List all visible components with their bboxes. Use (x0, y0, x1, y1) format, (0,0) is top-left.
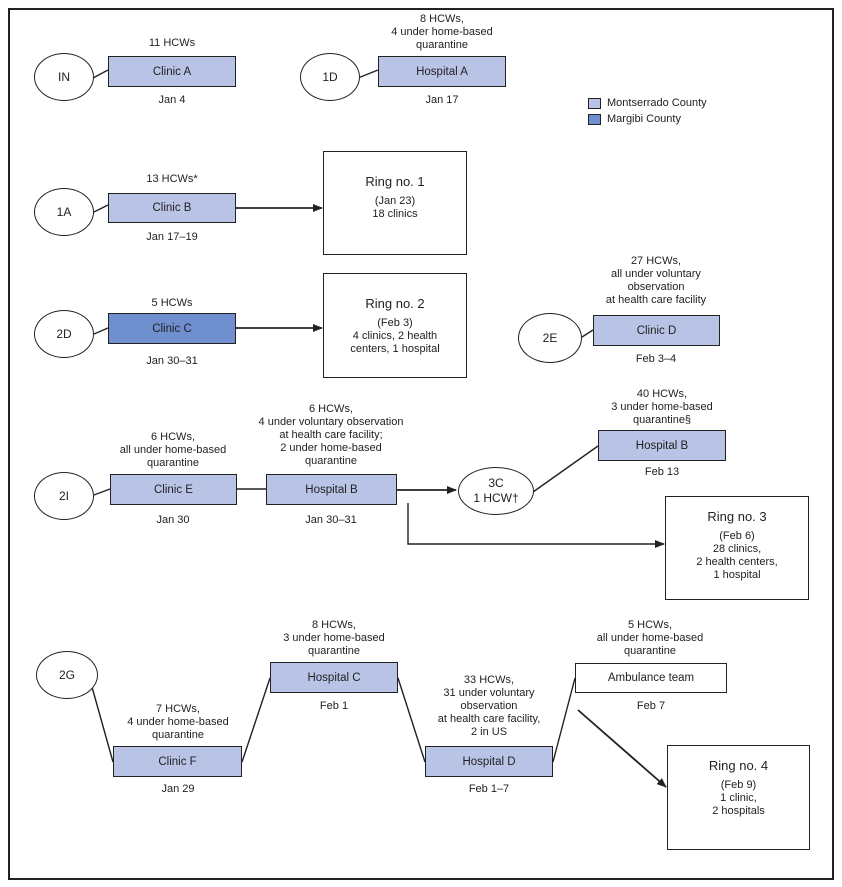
facility-hospital-b-2: Hospital B (598, 430, 726, 461)
ring-title: Ring no. 3 (707, 509, 767, 524)
case-circle-3c: 3C 1 HCW† (458, 467, 534, 515)
link-2g-clinicf (91, 686, 114, 763)
facility-hospital-c: Hospital C (270, 662, 398, 693)
hcw-note-clinic-a: 11 HCWs (148, 37, 196, 49)
link-hospc-hospd (397, 677, 426, 763)
facility-clinic-e: Clinic E (110, 474, 237, 505)
case-circle-2g: 2G (36, 651, 98, 699)
link-clinicf-hospc (241, 677, 271, 763)
case-label: 1D (322, 69, 338, 84)
date-hospital-d: Feb 1–7 (468, 783, 510, 795)
date-clinic-e: Jan 30 (156, 514, 190, 526)
link-hospb-ring3 (407, 503, 665, 548)
ring-detail: 2 health centers, (696, 556, 778, 568)
hcw-note-clinic-c: 5 HCWs (151, 297, 193, 309)
legend-label: Margibi County (607, 113, 681, 125)
facility-hospital-b: Hospital B (266, 474, 397, 505)
link-hospd-amb (552, 677, 576, 763)
case-label: 2I (58, 488, 69, 503)
date-clinic-b: Jan 17–19 (146, 231, 198, 243)
facility-clinic-d: Clinic D (593, 315, 720, 346)
ring-title: Ring no. 4 (708, 758, 769, 773)
case-label: 2G (58, 667, 75, 682)
ring-detail: centers, 1 hospital (350, 343, 440, 355)
facility-clinic-a: Clinic A (108, 56, 236, 87)
date-clinic-a: Jan 4 (158, 94, 186, 106)
date-clinic-f: Jan 29 (161, 783, 195, 795)
case-circle-2e: 2E (518, 313, 582, 363)
date-hospital-b: Jan 30–31 (305, 514, 357, 526)
arrow-amb-ring4 (577, 709, 667, 788)
case-label: IN (58, 69, 70, 84)
case-label: 1A (56, 204, 72, 219)
case-label: 2D (56, 326, 72, 341)
case-circle-2d: 2D (34, 310, 94, 358)
case-circle-in: IN (34, 53, 94, 101)
date-clinic-d: Feb 3–4 (635, 353, 677, 365)
facility-clinic-f: Clinic F (113, 746, 242, 777)
ring-detail: 28 clinics, (712, 543, 762, 555)
legend-label: Montserrado County (607, 97, 707, 109)
legend-margibi: Margibi County (588, 113, 681, 125)
ring-3-box: Ring no. 3 (Feb 6) 28 clinics, 2 health … (665, 496, 809, 600)
date-ambulance: Feb 7 (636, 700, 666, 712)
link-1a-clinicb (93, 204, 109, 213)
ring-title: Ring no. 1 (365, 174, 425, 189)
ring-detail: 18 clinics (372, 208, 418, 220)
link-3c-hospb2 (532, 445, 599, 493)
facility-ambulance-team: Ambulance team (575, 663, 727, 693)
link-in-clinica (92, 69, 109, 79)
ring-4-box: Ring no. 4 (Feb 9) 1 clinic, 2 hospitals (667, 745, 810, 850)
case-circle-1a: 1A (34, 188, 94, 236)
link-2i-clinice (93, 488, 111, 496)
link-2d-clinicc (93, 327, 109, 335)
date-hospital-c: Feb 1 (319, 700, 349, 712)
ring-detail: (Feb 6) (719, 530, 755, 542)
ring-detail: 1 hospital (713, 569, 761, 581)
ring-2-box: Ring no. 2 (Feb 3) 4 clinics, 2 health c… (323, 273, 467, 378)
ring-1-box: Ring no. 1 (Jan 23) 18 clinics (323, 151, 467, 255)
date-clinic-c: Jan 30–31 (146, 355, 198, 367)
case-circle-2i: 2I (34, 472, 94, 520)
ring-detail: 1 clinic, (720, 792, 757, 804)
case-hcw-label: 1 HCW† (473, 491, 519, 505)
ring-title: Ring no. 2 (365, 296, 425, 311)
facility-clinic-b: Clinic B (108, 193, 236, 223)
ring-detail: (Jan 23) (374, 195, 416, 207)
hcw-note-clinic-b: 13 HCWs* (146, 173, 198, 185)
facility-clinic-c: Clinic C (108, 313, 236, 344)
figure-frame (8, 8, 834, 880)
date-hospital-a: Jan 17 (425, 94, 459, 106)
case-label: 2E (542, 330, 558, 345)
link-2e-clinicd (581, 329, 594, 338)
legend-swatch-margibi (588, 113, 601, 125)
ring-detail: 4 clinics, 2 health (352, 330, 438, 342)
facility-hospital-d: Hospital D (425, 746, 553, 777)
case-circle-1d: 1D (300, 53, 360, 101)
ring-detail: 2 hospitals (712, 805, 765, 817)
ring-detail: (Feb 9) (720, 779, 757, 791)
date-hospital-b-2: Feb 13 (644, 466, 680, 478)
ring-detail: (Feb 3) (377, 317, 413, 329)
legend-swatch-montserrado (588, 97, 601, 109)
facility-hospital-a: Hospital A (378, 56, 506, 87)
legend-montserrado: Montserrado County (588, 97, 707, 109)
link-1d-hospa (357, 69, 379, 79)
case-label: 3C (488, 476, 504, 490)
